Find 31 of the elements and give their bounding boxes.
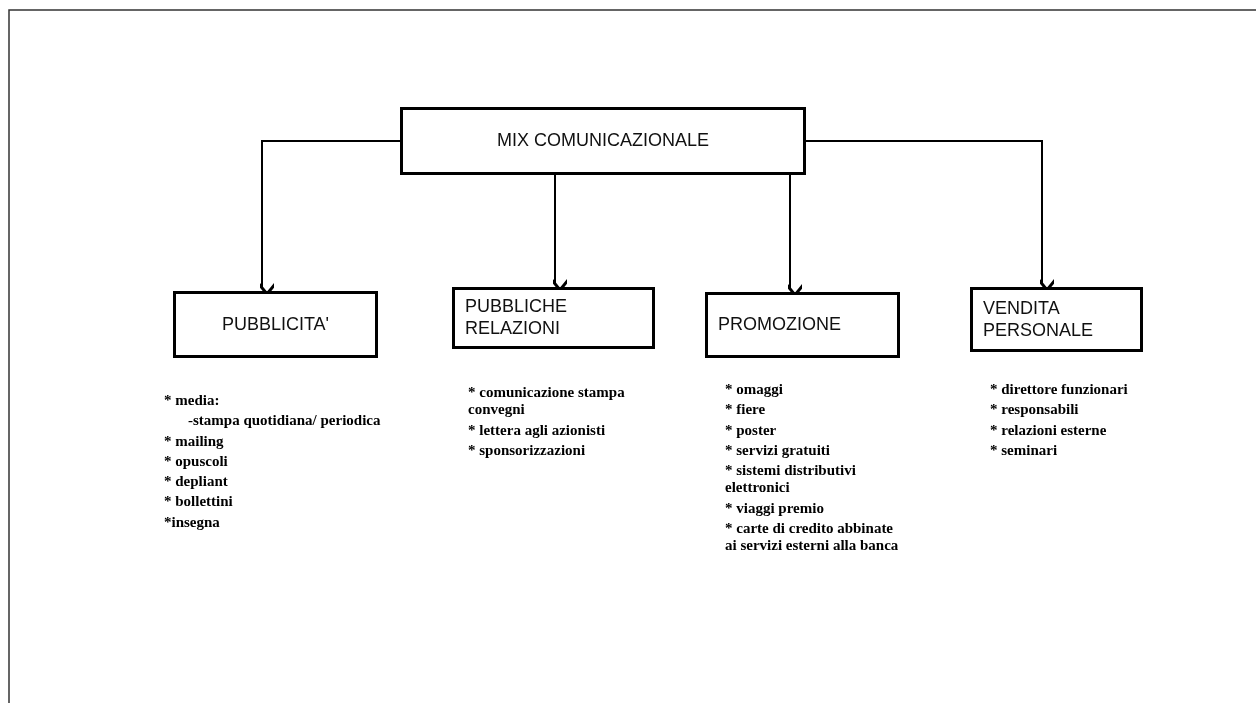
- list-item: -stampa quotidiana/ periodica: [187, 412, 382, 430]
- list-item: * responsabili: [990, 401, 1080, 419]
- list-item: *insegna: [164, 513, 221, 531]
- node-box: [705, 292, 900, 358]
- list-item: * sponsorizzazioni: [468, 441, 587, 459]
- list-item: * bollettini: [164, 493, 234, 511]
- box-title: PROMOZIONE: [718, 314, 841, 336]
- list-item: * mailing: [164, 432, 225, 450]
- list-item: * opuscoli: [164, 452, 229, 470]
- box-title: VENDITA PERSONALE: [983, 297, 1095, 342]
- list-item: * sistemi distributivi elettronici: [725, 462, 857, 497]
- node-box: [400, 107, 806, 175]
- list-item: * lettera agli azionisti: [468, 421, 607, 439]
- list-item: * servizi gratuiti: [725, 441, 831, 459]
- list-item: * comunicazione stampa convegni: [468, 384, 626, 419]
- list-item: * carte di credito abbinate ai servizi esterni alla banca: [725, 519, 900, 555]
- box-title: PUBBLICHE RELAZIONI: [465, 296, 569, 340]
- list-item: * seminari: [990, 441, 1059, 459]
- list-item: * omaggi: [725, 381, 784, 399]
- box-title: PUBBLICITA': [221, 313, 330, 336]
- node-box: [970, 287, 1143, 352]
- list-item: * relazioni esterne: [990, 421, 1108, 439]
- list-item: * media:: [164, 392, 221, 410]
- box-title: MIX COMUNICAZIONALE: [497, 130, 709, 152]
- list-item: * fiere: [725, 401, 767, 419]
- list-item: * direttore funzionari: [990, 381, 1129, 399]
- list-item: * depliant: [164, 473, 229, 491]
- node-box: [173, 291, 378, 358]
- node-box: [452, 287, 655, 349]
- list-item: * viaggi premio: [725, 499, 825, 517]
- list-item: * poster: [725, 421, 778, 439]
